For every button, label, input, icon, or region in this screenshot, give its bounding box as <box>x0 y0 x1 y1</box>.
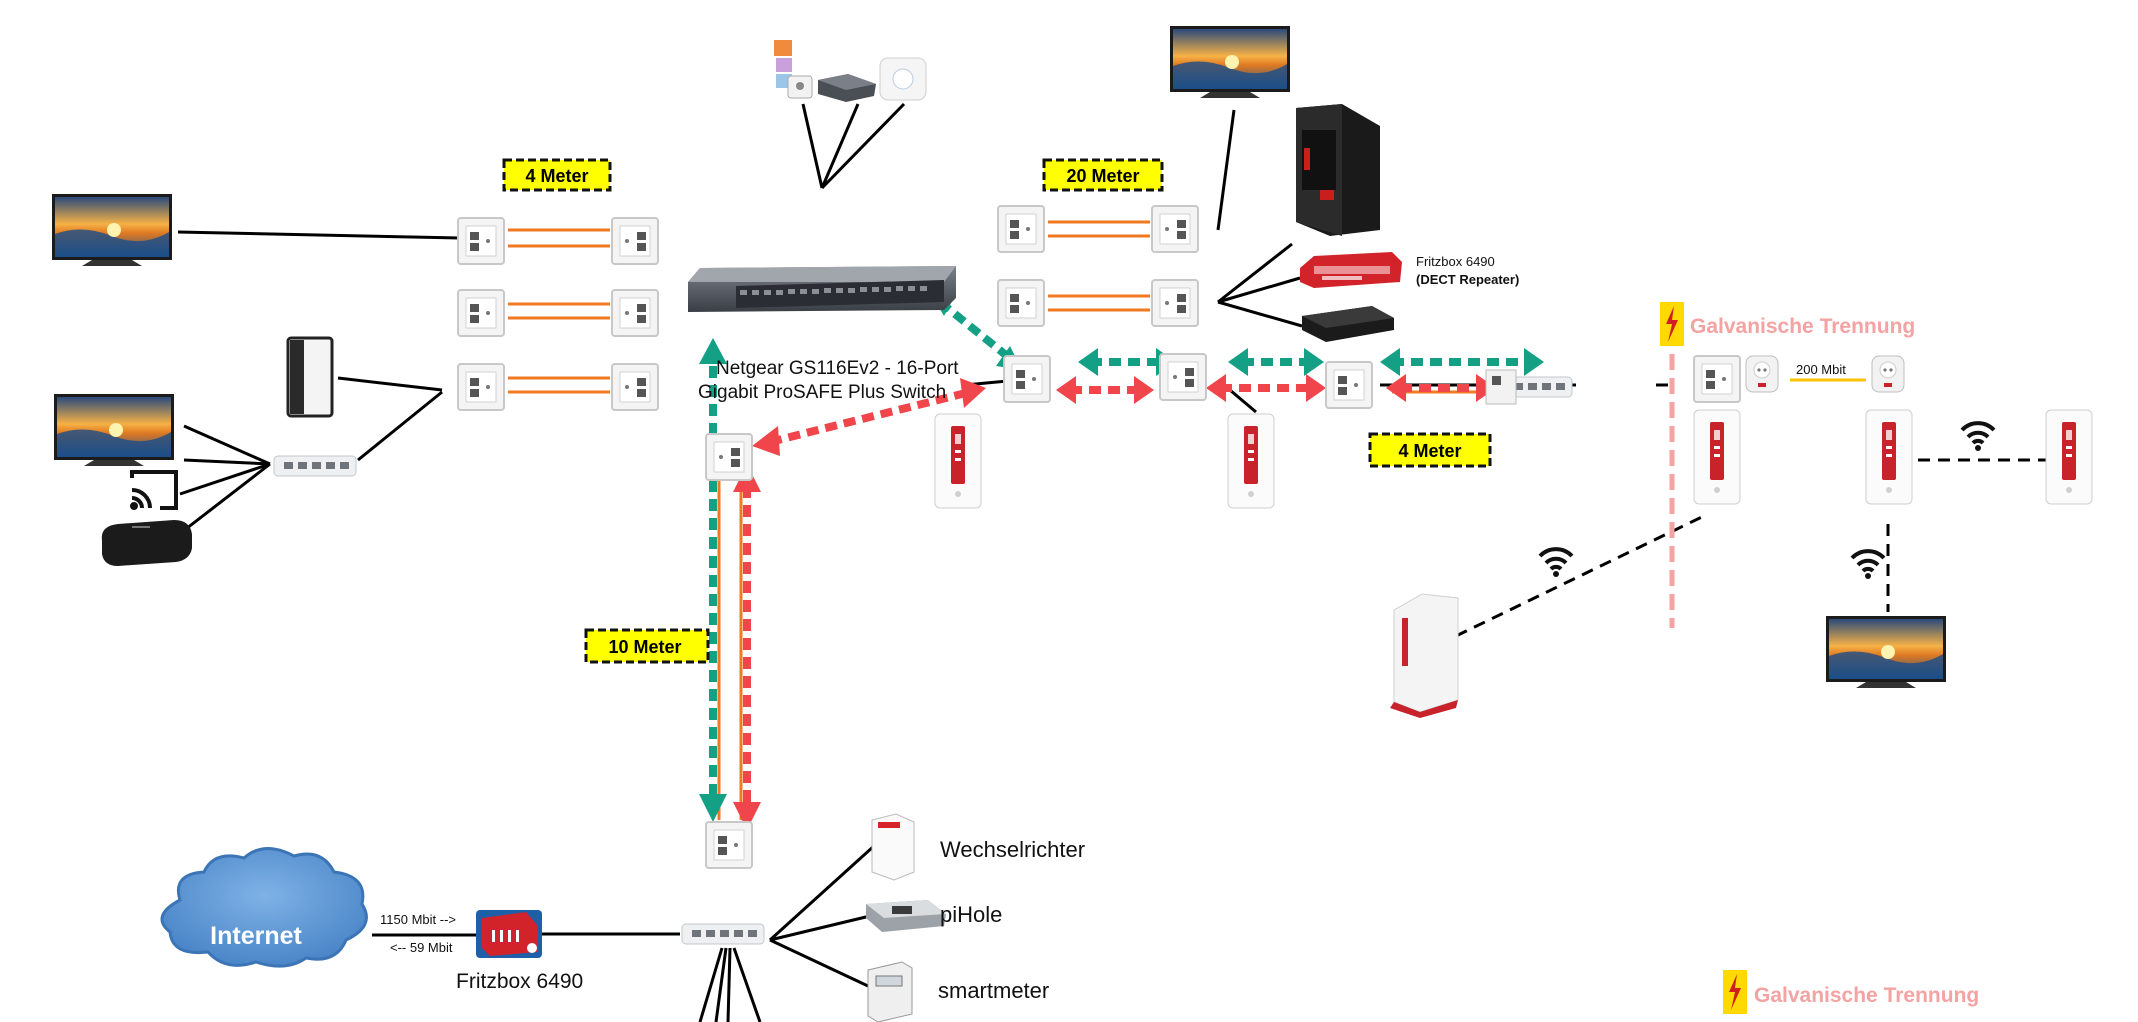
network-switch-icon <box>273 455 357 477</box>
powerline-adapter-icon <box>934 413 982 509</box>
powerline-adapter-icon <box>1865 409 1913 505</box>
powerline-adapter-icon <box>1693 409 1741 505</box>
fritzbox-dect-note: (DECT Repeater) <box>1416 272 1519 287</box>
inverter-icon <box>871 813 915 881</box>
wall-socket-icon <box>1325 361 1373 409</box>
wall-socket-icon <box>1151 279 1199 327</box>
wall-socket-icon <box>611 289 659 337</box>
wall-socket-icon <box>1693 355 1741 403</box>
length-label-text: 4 Meter <box>525 166 588 186</box>
tv-icon <box>52 194 172 266</box>
wall-socket-icon <box>457 217 505 265</box>
galvanic-label: Galvanische Trennung <box>1754 984 1979 1007</box>
cloud-icon <box>160 847 368 968</box>
wall-socket-icon <box>705 821 753 869</box>
length-label-mid: 20 Meter <box>1042 158 1164 192</box>
switch-label-line2: Gigabit ProSAFE Plus Switch <box>698 382 946 403</box>
switch-label-line1: Netgear GS116Ev2 - 16-Port <box>716 358 959 379</box>
wall-socket-icon <box>1159 353 1207 401</box>
wall-socket-icon <box>705 433 753 481</box>
wall-socket-icon <box>457 363 505 411</box>
dect-repeater-icon <box>1390 593 1459 718</box>
wifi-icon <box>1850 549 1886 581</box>
downstream-speed: 1150 Mbit --> <box>380 912 456 927</box>
fritzbox-dect-icon <box>1300 252 1402 288</box>
traffic-arrows <box>709 298 1530 808</box>
fritzbox-main-label: Fritzbox 6490 <box>456 970 583 993</box>
wifi-icon <box>1960 421 1996 453</box>
raspberry-pi-icon <box>866 900 946 932</box>
length-label-vertical: 10 Meter <box>584 628 710 664</box>
lightning-icon <box>1723 970 1747 1014</box>
wifi-links <box>1455 458 2046 638</box>
powerline-adapter-icon <box>1871 355 1905 393</box>
pc-tower-icon <box>1296 104 1380 236</box>
wifi-icon <box>1538 547 1574 579</box>
length-label-right: 4 Meter <box>1368 432 1492 468</box>
media-box-icon <box>101 520 192 566</box>
network-switch-icon <box>681 923 765 945</box>
fritzbox-dect-name: Fritzbox 6490 <box>1416 254 1495 269</box>
wall-socket-icon <box>611 217 659 265</box>
cables <box>177 102 1668 1022</box>
wall-socket-icon <box>1003 355 1051 403</box>
powerline-adapter-icon <box>2045 409 2093 505</box>
internet-label: Internet <box>210 922 302 950</box>
device-label-inverter: Wechselrichter <box>940 837 1085 862</box>
smart-home-hub-icon <box>818 74 876 102</box>
plc-speed-label: 200 Mbit <box>1796 362 1846 377</box>
powerline-adapter-icon <box>1745 355 1779 393</box>
upstream-speed: <-- 59 Mbit <box>390 940 453 955</box>
tv-icon <box>1826 616 1946 688</box>
length-label-text: 4 Meter <box>1398 441 1461 461</box>
length-label-text: 20 Meter <box>1066 166 1139 186</box>
network-switch-icon <box>688 266 956 312</box>
smart-home-hub-icon <box>879 57 927 101</box>
tv-icon <box>1170 26 1290 98</box>
device-label-smartmeter: smartmeter <box>938 978 1049 1003</box>
smart-home-hub-icon <box>774 40 813 99</box>
wall-socket-icon <box>997 279 1045 327</box>
wall-socket-icon <box>997 205 1045 253</box>
device-label-pihole: piHole <box>940 902 1002 927</box>
wall-socket-icon <box>457 289 505 337</box>
wall-socket-icon <box>1492 376 1501 385</box>
lightning-icon <box>1660 302 1684 346</box>
tv-icon <box>54 394 174 466</box>
media-box-icon <box>1302 306 1394 342</box>
cast-icon <box>130 470 178 510</box>
wall-socket-icon <box>1485 369 1517 405</box>
pc-tower-icon <box>286 336 334 418</box>
fritzbox-router-icon <box>476 910 542 958</box>
length-label-text: 10 Meter <box>608 637 681 657</box>
smart-meter-icon <box>867 961 913 1022</box>
wall-socket-icon <box>611 363 659 411</box>
wall-socket-icon <box>1151 205 1199 253</box>
galvanic-label: Galvanische Trennung <box>1690 315 1915 338</box>
length-label-top: 4 Meter <box>502 158 612 192</box>
powerline-adapter-icon <box>1227 413 1275 509</box>
